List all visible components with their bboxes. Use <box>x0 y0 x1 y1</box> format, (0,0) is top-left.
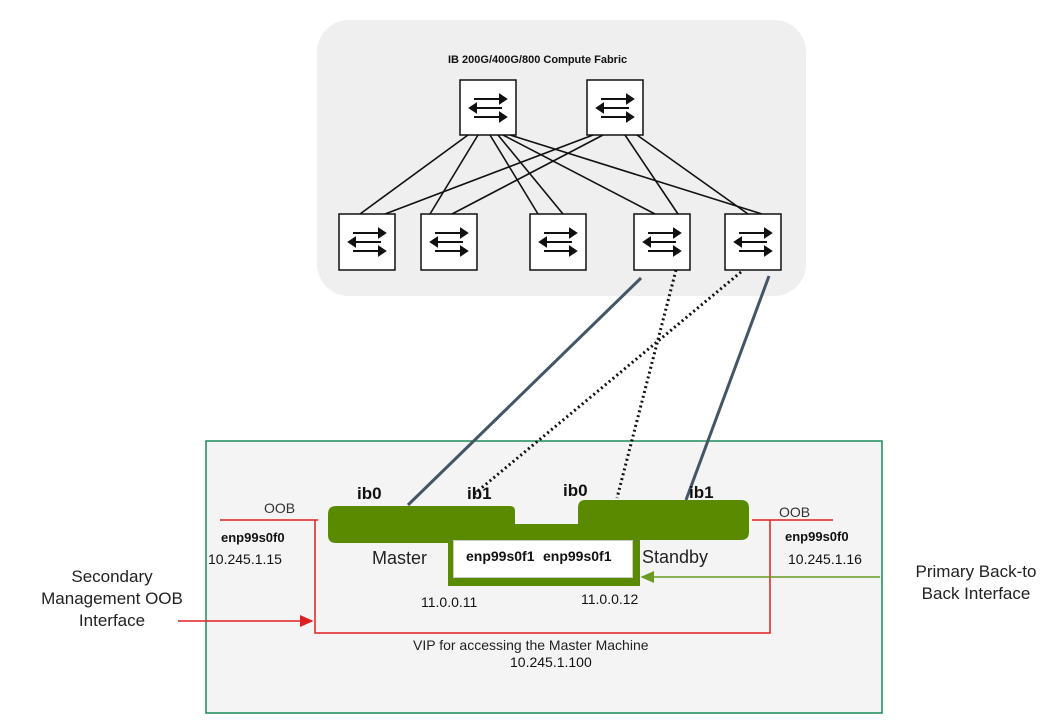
primary-b2b-callout: Primary Back-to Back Interface <box>898 561 1054 605</box>
standby-ib0-link <box>615 269 678 499</box>
standby-ib1-label: ib1 <box>689 483 714 502</box>
leaf-switch-1[interactable] <box>338 213 396 271</box>
master-role-label: Master <box>372 548 428 568</box>
master-ib1-link <box>472 270 742 497</box>
switch-arrows-icon <box>347 227 387 257</box>
master-b2b-ip: 11.0.0.11 <box>421 594 478 610</box>
master-ib0-link <box>406 276 643 507</box>
master-oob-label: OOB <box>264 500 296 516</box>
leaf-switch-3[interactable] <box>529 213 587 271</box>
standby-b2b-ip: 11.0.0.12 <box>581 591 639 607</box>
standby-ib0-label: ib0 <box>563 481 588 500</box>
spine-switch-1[interactable] <box>459 79 517 136</box>
standby-oob-ip: 10.245.1.16 <box>788 551 862 567</box>
secondary-oob-callout: Secondary Management OOB Interface <box>22 566 202 632</box>
standby-role-label: Standby <box>642 547 709 567</box>
standby-node[interactable] <box>578 500 749 540</box>
primary-callout-line-1: Primary Back-to <box>915 562 1037 581</box>
vip-caption: VIP for accessing the Master Machine <box>413 637 649 653</box>
leaf-switch-2[interactable] <box>420 213 478 271</box>
fabric-links <box>359 134 763 215</box>
leaf-switch-5[interactable] <box>724 213 782 271</box>
secondary-callout-line-3: Interface <box>78 611 146 630</box>
standby-oob-label: OOB <box>779 504 811 520</box>
secondary-callout-line-1: Secondary <box>71 567 153 586</box>
switch-arrows-icon <box>733 227 773 257</box>
master-oob-interface: enp99s0f0 <box>221 530 285 545</box>
master-b2b-interface: enp99s0f1 <box>466 548 535 564</box>
leaf-switch-4[interactable] <box>633 213 691 271</box>
master-node[interactable] <box>328 506 515 543</box>
switch-arrows-icon <box>642 227 682 257</box>
master-oob-ip: 10.245.1.15 <box>208 551 282 567</box>
switch-arrows-icon <box>538 227 578 257</box>
secondary-callout-line-2: Management OOB <box>41 589 183 608</box>
switch-arrows-icon <box>595 93 635 123</box>
b2b-interface-box <box>453 540 633 578</box>
master-ib0-label: ib0 <box>357 484 382 503</box>
spine-switch-2[interactable] <box>586 79 644 136</box>
standby-oob-interface: enp99s0f0 <box>785 529 849 544</box>
master-ib1-label: ib1 <box>467 484 492 503</box>
standby-ib1-link <box>684 275 771 501</box>
standby-b2b-interface: enp99s0f1 <box>543 548 612 564</box>
primary-callout-line-2: Back Interface <box>921 584 1031 603</box>
fabric-title: IB 200G/400G/800 Compute Fabric <box>448 54 628 66</box>
switch-arrows-icon <box>468 93 508 123</box>
vip-ip: 10.245.1.100 <box>510 654 592 670</box>
switch-arrows-icon <box>429 227 469 257</box>
